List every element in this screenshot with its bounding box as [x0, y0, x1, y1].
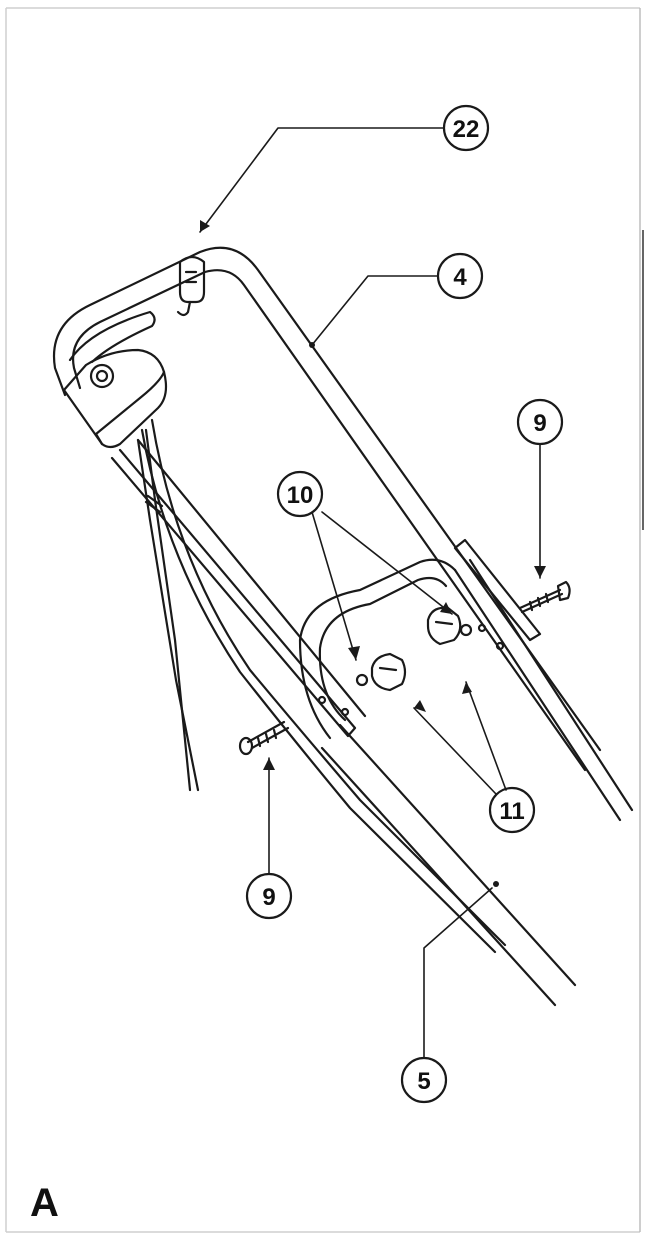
figure-label: A [30, 1181, 59, 1225]
callout-label-9-right: 9 [533, 410, 546, 437]
callout-circle-9-left [245, 872, 293, 920]
lower-handle [298, 558, 634, 1007]
wing-knob-left [370, 652, 407, 692]
callout-circle-9-right [516, 398, 564, 446]
callout-circle-10 [276, 470, 324, 518]
callout-label-5: 5 [417, 1068, 430, 1095]
leader-lines [199, 127, 541, 1059]
callout-label-4: 4 [453, 264, 467, 291]
callout-circle-22 [442, 104, 490, 152]
callout-label-22: 22 [453, 116, 480, 143]
wing-knob-right [426, 606, 462, 646]
arrowheads [200, 220, 546, 770]
cables [136, 418, 507, 954]
callout-circle-5 [400, 1056, 448, 1104]
page-border [5, 7, 644, 1233]
upper-handle [52, 246, 602, 772]
washer-right [459, 623, 473, 637]
washer-left [355, 673, 369, 687]
bolt-left [238, 720, 290, 756]
callout-label-11: 11 [499, 798, 524, 825]
callout-circle-4 [436, 252, 484, 300]
callout-label-10: 10 [287, 482, 314, 509]
callout-label-9-left: 9 [262, 884, 275, 911]
cable-hook [176, 255, 206, 317]
switch-box [62, 348, 168, 449]
callout-circle-11 [488, 786, 536, 834]
bolt-right [518, 580, 571, 614]
